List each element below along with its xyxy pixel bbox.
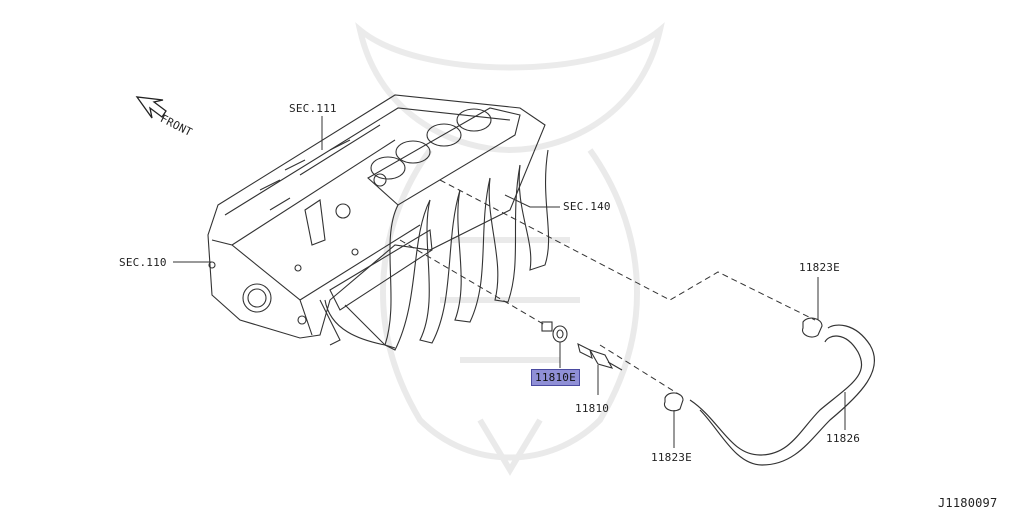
part-11810-pcv-valve: [577, 342, 623, 371]
label-part-11823e-top[interactable]: 11823E: [799, 261, 840, 274]
clip-11823e-top: [801, 317, 823, 338]
clip-11823e-bottom: [663, 392, 684, 412]
front-arrow-icon: [135, 96, 167, 119]
intake-manifold: [324, 107, 550, 351]
label-part-11823e-bottom[interactable]: 11823E: [651, 451, 692, 464]
drawing-id: J1180097: [938, 496, 998, 510]
label-part-11810[interactable]: 11810: [575, 402, 610, 415]
routing-dashes: [399, 179, 816, 396]
label-part-11826[interactable]: 11826: [826, 432, 861, 445]
part-11810e-washer: [541, 321, 568, 343]
label-sec-140[interactable]: SEC.140: [563, 200, 611, 213]
leader-lines: [173, 116, 846, 448]
label-part-11810e[interactable]: 11810E: [531, 369, 580, 386]
hose-11826: [689, 324, 876, 466]
label-sec-110[interactable]: SEC.110: [119, 256, 167, 269]
cylinder-head: [207, 94, 546, 346]
label-sec-111[interactable]: SEC.111: [289, 102, 337, 115]
watermark-logo: [355, 22, 665, 476]
